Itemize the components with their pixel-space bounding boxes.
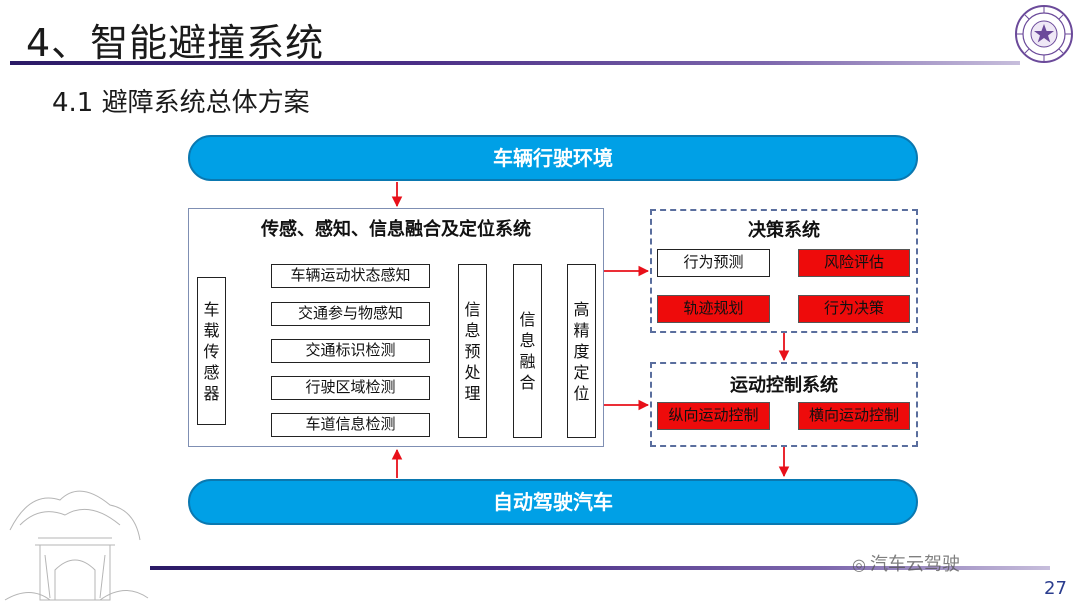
perception-item: 车道信息检测 — [271, 413, 430, 437]
motion-control-title: 运动控制系统 — [730, 375, 838, 396]
decision-system-title: 决策系统 — [748, 220, 820, 241]
watermark: ◎汽车云驾驶 — [852, 550, 960, 576]
preprocess-box: 信息预处理 — [458, 264, 487, 438]
slide-title: 4、智能避撞系统 — [26, 21, 325, 65]
university-seal-icon — [1014, 4, 1074, 64]
title-underline — [10, 61, 1020, 65]
decision-item-highlight: 轨迹规划 — [657, 295, 770, 323]
page-number: 27 — [1044, 578, 1067, 599]
perception-item: 交通参与物感知 — [271, 302, 430, 326]
vehicle-sensor-box: 车载传感器 — [197, 277, 226, 425]
slide-subtitle: 4.1 避障系统总体方案 — [52, 88, 310, 118]
footer-line — [150, 566, 1050, 570]
motion-control-item-highlight: 纵向运动控制 — [657, 402, 770, 430]
wechat-icon: ◎ — [852, 555, 866, 574]
decision-item: 行为预测 — [657, 249, 770, 277]
motion-control-item-highlight: 横向运动控制 — [798, 402, 910, 430]
perception-item: 车辆运动状态感知 — [271, 264, 430, 288]
autonomous-vehicle-capsule: 自动驾驶汽车 — [188, 479, 918, 525]
vehicle-environment-capsule: 车辆行驶环境 — [188, 135, 918, 181]
perception-item: 交通标识检测 — [271, 339, 430, 363]
fusion-box: 信息融合 — [513, 264, 542, 438]
campus-gate-sketch-icon — [0, 470, 150, 610]
decision-item-highlight: 行为决策 — [798, 295, 910, 323]
watermark-text: 汽车云驾驶 — [869, 554, 960, 575]
sensing-system-title: 传感、感知、信息融合及定位系统 — [261, 219, 531, 240]
localization-box: 高精度定位 — [567, 264, 596, 438]
perception-item: 行驶区域检测 — [271, 376, 430, 400]
decision-item-highlight: 风险评估 — [798, 249, 910, 277]
